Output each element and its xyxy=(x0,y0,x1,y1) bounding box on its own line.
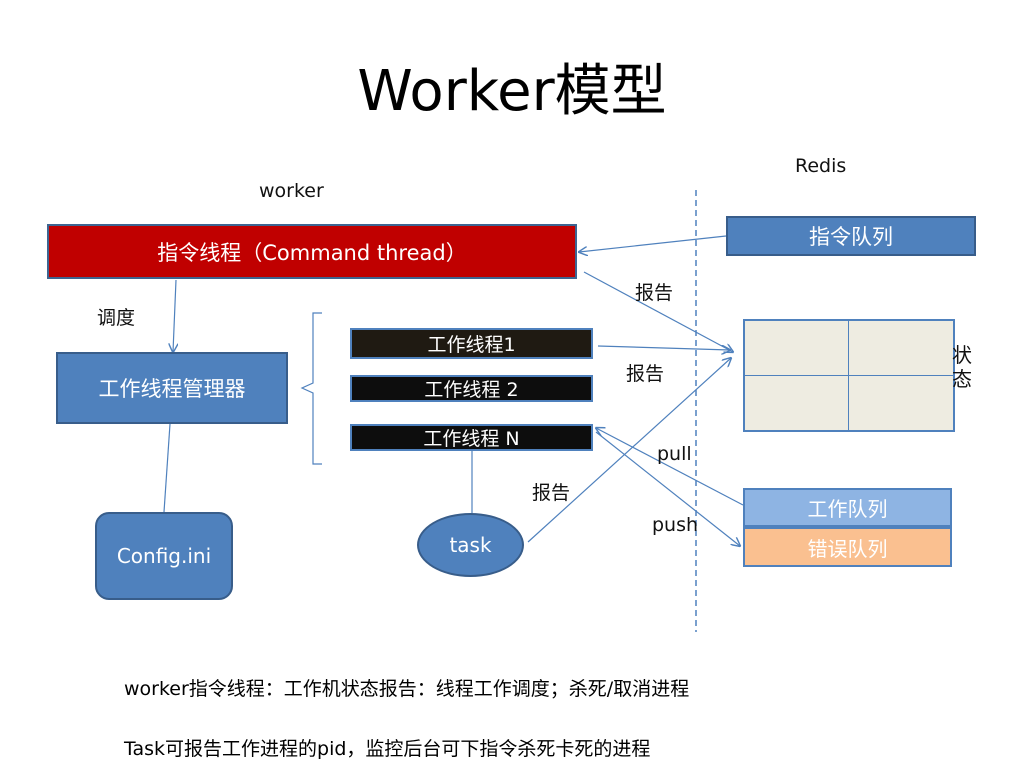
push-label: push xyxy=(652,514,699,536)
worker-thread-1-box: 工作线程1 xyxy=(350,328,593,359)
note-command-thread: worker指令线程：工作机状态报告：线程工作调度；杀死/取消进程 xyxy=(124,678,690,700)
arrow-command-report xyxy=(583,271,733,352)
arrow-command-to-manager xyxy=(173,279,176,352)
status-cell xyxy=(745,321,849,376)
thread-manager-box: 工作线程管理器 xyxy=(56,352,288,424)
line-manager-config xyxy=(163,423,171,513)
command-queue-box: 指令队列 xyxy=(726,216,976,256)
thread-bracket xyxy=(300,312,322,465)
status-grid xyxy=(743,319,955,432)
worker-thread-n-box: 工作线程 N xyxy=(350,424,593,451)
arrow-queue-to-command xyxy=(579,235,727,252)
status-label: 状态 xyxy=(952,343,972,391)
page-title: Worker模型 xyxy=(357,59,667,124)
error-queue-box: 错误队列 xyxy=(743,527,952,567)
report-label-command: 报告 xyxy=(635,282,674,304)
status-cell xyxy=(849,321,953,376)
status-cell xyxy=(745,375,849,430)
arrow-task-report xyxy=(527,358,731,543)
arrow-pull xyxy=(596,428,744,506)
report-label-thread: 报告 xyxy=(626,363,665,385)
redis-label: Redis xyxy=(795,155,847,177)
arrow-thread1-report xyxy=(597,346,730,350)
dispatch-label: 调度 xyxy=(97,307,136,329)
config-ini-box: Config.ini xyxy=(95,512,233,600)
note-task: Task可报告工作进程的pid，监控后台可下指令杀死卡死的进程 xyxy=(124,738,651,760)
task-ellipse: task xyxy=(417,513,524,577)
worker-label: worker xyxy=(259,180,324,202)
work-queue-box: 工作队列 xyxy=(743,488,952,527)
pull-label: pull xyxy=(657,443,692,465)
status-cell xyxy=(849,376,953,431)
worker-thread-2-box: 工作线程 2 xyxy=(350,375,593,402)
report-label-task: 报告 xyxy=(532,482,571,504)
arrow-push xyxy=(595,431,740,546)
command-thread-box: 指令线程（Command thread） xyxy=(47,224,577,279)
